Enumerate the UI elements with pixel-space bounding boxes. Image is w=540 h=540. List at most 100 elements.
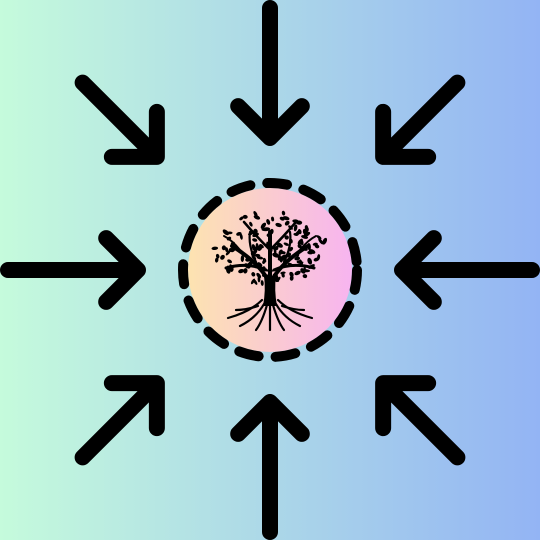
arrow-down-left-icon	[375, 74, 466, 165]
leaf	[248, 232, 254, 236]
leaf	[266, 274, 271, 279]
leaf	[257, 245, 263, 251]
leaf	[288, 246, 294, 252]
arrow-down-right-icon	[74, 74, 165, 165]
leaf	[253, 228, 258, 234]
dashed-ring	[178, 178, 362, 362]
arrow-from-right	[394, 230, 540, 310]
leaf	[281, 210, 286, 216]
arrow-from-bottom-right	[375, 375, 466, 466]
leaf	[275, 276, 281, 283]
arrow-right-icon	[0, 230, 146, 310]
leaf	[260, 280, 264, 286]
leaf	[257, 262, 263, 267]
leaf	[312, 242, 318, 246]
leaf	[322, 237, 328, 245]
tree-of-life-icon	[211, 210, 328, 332]
arrow-down-icon	[230, 0, 310, 146]
arrow-from-bottom	[230, 394, 310, 540]
leaf	[265, 243, 269, 248]
arrow-up-icon	[230, 394, 310, 540]
leaf	[280, 251, 286, 255]
leaf	[299, 259, 303, 266]
leaf	[288, 225, 293, 230]
leaf	[242, 214, 248, 219]
leaf	[294, 270, 301, 276]
leaf	[260, 222, 267, 229]
leaf	[302, 229, 308, 236]
leaf	[214, 257, 219, 263]
leaf	[253, 215, 261, 220]
leaf	[307, 243, 311, 251]
leaf	[266, 241, 271, 247]
leaf	[226, 267, 231, 274]
leaf	[318, 238, 324, 245]
arrow-from-bottom-left	[74, 375, 165, 466]
leaf	[289, 238, 293, 244]
leaf	[295, 251, 300, 258]
leaf	[230, 246, 236, 253]
leaf	[300, 268, 306, 274]
arrow-from-top-left	[74, 74, 165, 165]
leaf	[283, 242, 289, 246]
leaf	[317, 254, 321, 261]
leaf	[284, 220, 290, 226]
leaf	[230, 241, 236, 247]
leaf	[253, 278, 258, 285]
leaf	[254, 253, 261, 257]
arrow-up-right-icon	[74, 375, 165, 466]
leaf	[226, 236, 232, 241]
leaf	[221, 245, 227, 251]
leaf	[287, 262, 293, 267]
leaf	[266, 219, 271, 225]
leaf	[269, 228, 274, 235]
leaf	[238, 268, 245, 274]
leaf	[211, 246, 219, 251]
leaf	[220, 254, 225, 260]
leaf	[227, 259, 232, 264]
leaf	[275, 222, 282, 228]
leaf	[250, 250, 255, 257]
leaf	[285, 253, 290, 258]
leaf	[271, 216, 275, 222]
leaf	[229, 266, 234, 272]
arrow-from-top-right	[375, 74, 466, 165]
leaf	[282, 216, 290, 221]
leaf	[262, 273, 267, 277]
leaf	[297, 243, 302, 249]
leaf	[239, 216, 244, 221]
leaf	[240, 255, 245, 262]
leaf	[289, 275, 294, 281]
leaf	[245, 257, 251, 262]
leaf	[243, 268, 248, 274]
arrow-up-left-icon	[375, 375, 466, 466]
leaf	[308, 264, 315, 269]
center-emblem	[178, 178, 362, 362]
leaf	[239, 233, 243, 240]
leaf	[251, 272, 256, 277]
leaf	[276, 242, 283, 248]
leaf	[252, 232, 259, 238]
leaf	[284, 235, 289, 240]
leaf	[256, 256, 264, 260]
leaf	[281, 272, 285, 278]
arrow-left-icon	[394, 230, 540, 310]
leaf	[277, 257, 285, 261]
leaf	[270, 276, 277, 281]
leaf	[292, 219, 299, 224]
leaf	[294, 256, 301, 261]
leaf	[261, 266, 266, 272]
leaf	[293, 224, 298, 232]
leaf	[293, 232, 299, 236]
leaf	[215, 253, 220, 259]
leaf	[261, 227, 270, 232]
leaf	[225, 250, 231, 256]
leaf	[297, 238, 303, 245]
leaf	[273, 247, 277, 255]
leaf	[307, 257, 313, 265]
leaf	[272, 252, 280, 258]
leaf	[268, 270, 273, 276]
